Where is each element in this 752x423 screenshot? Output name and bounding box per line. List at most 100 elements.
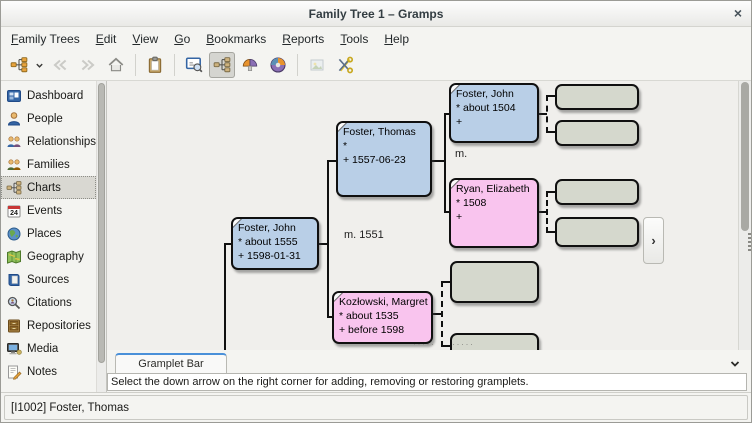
person-box-kozlowski-margret[interactable]: Kozłowski, Margret * about 1535 + before… [332,291,433,344]
status-bar: [I1002] Foster, Thomas [1,392,751,422]
tree-line [538,211,547,213]
person-box-foster-john-1504[interactable]: Foster, John * about 1504 + [449,83,539,143]
sidebar-scrollbar-thumb[interactable] [98,83,105,363]
fold-corner-icon [451,85,460,94]
empty-person-box[interactable] [555,84,639,110]
sidebar-item-repositories[interactable]: Repositories [1,314,96,337]
full-fan-chart-icon[interactable] [265,52,291,78]
fan-chart-icon[interactable] [237,52,263,78]
tree-line [538,113,547,115]
tree-line [327,160,337,162]
person-box-foster-john-1555[interactable]: Foster, John * about 1555 + 1598-01-31 [231,217,319,270]
chart-scrollbar-thumb[interactable] [741,82,749,231]
repositories-icon [8,319,20,332]
menu-edit[interactable]: Edit [95,31,117,46]
menu-family-trees[interactable]: Family Trees [11,31,80,46]
menu-go[interactable]: Go [174,31,191,46]
families-icon [7,158,21,170]
empty-person-box[interactable] [555,179,639,205]
title-bar: Family Tree 1 – Gramps × [1,1,751,27]
dashboard-icon [7,89,21,102]
sidebar-item-charts[interactable]: Charts [1,176,96,199]
notes-icon [8,365,22,380]
tree-line [546,231,555,233]
pedigree-chart-wrap: Foster, John * about 1555 + 1598-01-31 F… [107,81,751,350]
tree-line [444,113,451,115]
person-box-foster-thomas[interactable]: Foster, Thomas * + 1557-06-23 [336,121,432,197]
pedigree-preview-icon[interactable] [181,52,207,78]
tree-line [444,211,451,213]
relationships-icon [7,135,21,147]
tree-line [327,316,334,318]
sidebar-item-citations[interactable]: Citations [1,291,96,314]
menu-help[interactable]: Help [384,31,410,46]
menu-view[interactable]: View [132,31,159,46]
geography-icon [7,249,21,264]
toolbar-separator [174,54,175,76]
chart-scrollbar[interactable] [738,81,751,350]
places-icon [7,227,21,240]
scissors-icon[interactable] [332,52,358,78]
sidebar-scrollbar[interactable] [96,81,107,392]
content-area: Dashboard People Relationships Families … [1,81,751,392]
tree-line-dashed [546,95,548,133]
fold-corner-icon [334,293,343,302]
sidebar-item-sources[interactable]: Sources [1,268,96,291]
category-sidebar: Dashboard People Relationships Families … [1,81,96,392]
fold-corner-icon [451,180,460,189]
charts-icon [6,180,22,194]
back-icon[interactable] [47,52,73,78]
sources-icon [8,273,20,286]
toolbar-separator [297,54,298,76]
window-title: Family Tree 1 – Gramps [308,6,444,21]
tree-line-dashed [441,281,443,347]
empty-person-box[interactable] [450,261,539,303]
sidebar-item-families[interactable]: Families [1,153,96,176]
sidebar-item-geography[interactable]: Geography [1,245,96,268]
pedigree-view-icon[interactable] [209,52,235,78]
screenshot-icon[interactable] [304,52,330,78]
empty-person-box[interactable] [555,217,639,247]
pane-grip-dots[interactable] [748,233,751,253]
tree-line [441,345,450,347]
expand-right-button[interactable]: › [643,217,664,264]
home-icon[interactable] [103,52,129,78]
clipboard-icon[interactable] [142,52,168,78]
tree-line-dashed [546,191,548,233]
menu-tools[interactable]: Tools [340,31,369,46]
toolbar-separator [135,54,136,76]
menu-bookmarks[interactable]: Bookmarks [206,31,267,46]
forward-icon[interactable] [75,52,101,78]
person-box-ryan-elizabeth[interactable]: Ryan, Elizabeth * 1508 + [449,178,539,248]
more-dots: ····· [413,339,436,349]
events-icon: 24 [7,205,21,217]
close-icon[interactable]: × [733,5,742,21]
empty-person-box[interactable] [450,333,539,350]
pedigree-dropdown-icon[interactable] [6,52,32,78]
tree-line [546,131,555,133]
menu-reports[interactable]: Reports [282,31,325,46]
tree-line [546,95,555,97]
sidebar-item-media[interactable]: Media [1,337,96,360]
chevron-down-icon[interactable] [33,52,46,78]
citations-icon [7,296,21,309]
marriage-label: m. 1551 [344,229,384,241]
gramplet-bar-tab[interactable]: Gramplet Bar [115,353,227,373]
fold-corner-icon [338,123,347,132]
sidebar-item-notes[interactable]: Notes [1,360,96,383]
sidebar-item-relationships[interactable]: Relationships [1,130,96,153]
empty-person-box[interactable] [555,120,639,146]
sidebar-item-people[interactable]: People [1,107,96,130]
tree-line [546,191,555,193]
more-dots: ····· [452,339,475,349]
main-column: Foster, John * about 1555 + 1598-01-31 F… [107,81,751,392]
status-text: [I1002] Foster, Thomas [4,395,748,420]
tree-line [327,160,329,318]
gramplet-bar: Gramplet Bar Select the down arrow on th… [107,350,751,392]
gramplet-menu-chevron-icon[interactable] [729,357,741,375]
sidebar-item-places[interactable]: Places [1,222,96,245]
sidebar-item-dashboard[interactable]: Dashboard [1,84,96,107]
tree-line [431,160,445,162]
sidebar-item-events[interactable]: 24 Events [1,199,96,222]
